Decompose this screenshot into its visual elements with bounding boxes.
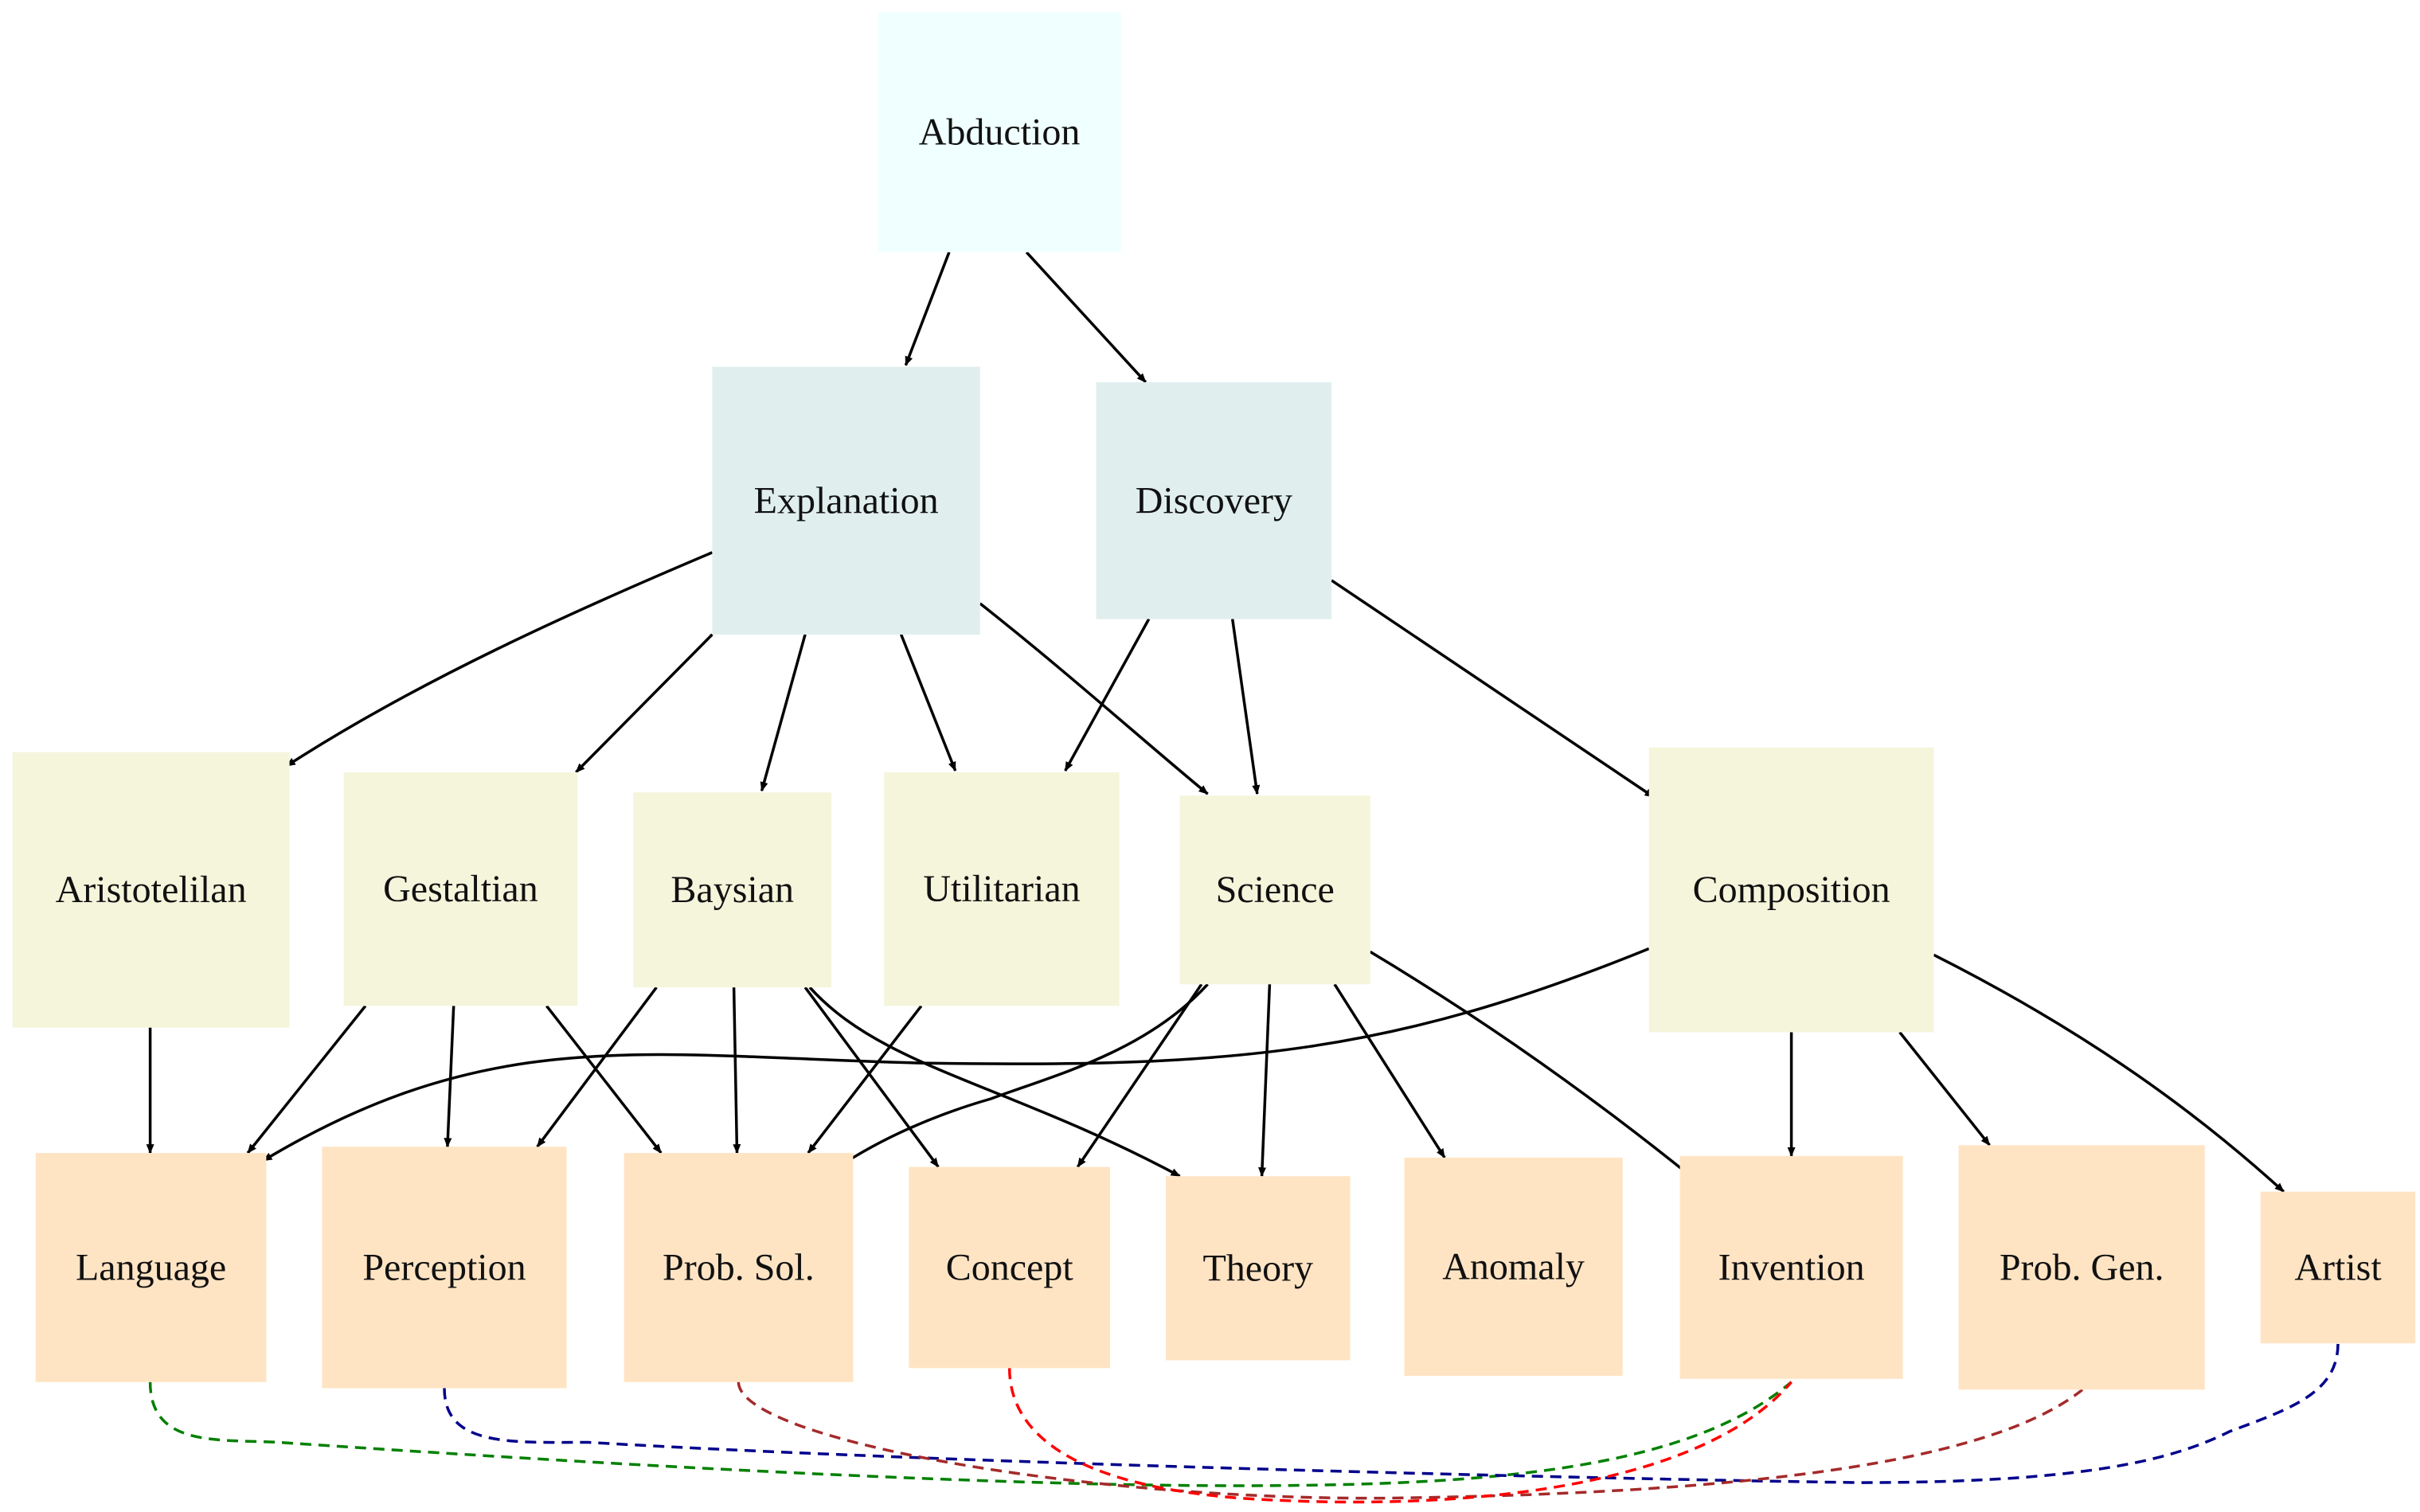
- node-discovery: Discovery: [1096, 382, 1332, 619]
- node-box-baysian: [633, 792, 832, 988]
- node-label-science: Science: [1216, 869, 1335, 911]
- node-concept: Concept: [909, 1166, 1111, 1369]
- node-composition: Composition: [1648, 747, 1934, 1033]
- node-label-invention: Invention: [1718, 1246, 1865, 1288]
- node-label-perception: Perception: [362, 1246, 526, 1288]
- node-box-perception: [322, 1147, 567, 1389]
- node-label-explanation: Explanation: [754, 479, 939, 522]
- node-label-baysian: Baysian: [670, 869, 794, 911]
- node-box-explanation: [712, 366, 980, 635]
- node-label-anomaly: Anomaly: [1442, 1245, 1585, 1287]
- node-science: Science: [1179, 795, 1370, 985]
- edge-science-anomaly: [1333, 983, 1446, 1158]
- node-probgen: Prob. Gen.: [1958, 1145, 2205, 1390]
- node-box-composition: [1648, 747, 1934, 1033]
- edge-discovery-science: [1230, 619, 1261, 795]
- edge-baysian-concept: [803, 987, 940, 1168]
- node-baysian: Baysian: [633, 792, 832, 988]
- node-theory: Theory: [1166, 1176, 1351, 1361]
- edge-science-invention: [1369, 950, 1692, 1178]
- node-box-gestaltian: [343, 772, 578, 1006]
- node-box-probsol: [624, 1153, 854, 1382]
- edge-gestaltian-perception: [444, 1006, 455, 1148]
- edge-science-probsol: [835, 983, 1209, 1170]
- node-perception: Perception: [322, 1147, 567, 1389]
- link-language-invention: [148, 1381, 1793, 1487]
- node-box-utilitarian: [884, 772, 1120, 1006]
- hierarchy-edges: [146, 251, 2285, 1193]
- node-box-aristotelilan: [12, 752, 290, 1028]
- node-label-gestaltian: Gestaltian: [383, 868, 538, 910]
- node-box-anomaly: [1404, 1157, 1623, 1376]
- node-abduction: Abduction: [878, 12, 1121, 252]
- edge-discovery-composition: [1331, 579, 1655, 799]
- node-box-invention: [1679, 1155, 1903, 1379]
- node-probsol: Prob. Sol.: [624, 1153, 854, 1382]
- node-artist: Artist: [2260, 1191, 2416, 1344]
- link-concept-invention: [1007, 1368, 1793, 1504]
- node-gestaltian: Gestaltian: [343, 772, 578, 1006]
- node-box-abduction: [878, 12, 1121, 252]
- node-label-aristotelilan: Aristotelilan: [56, 869, 247, 911]
- edge-gestaltian-probsol: [545, 1005, 663, 1155]
- node-box-artist: [2260, 1191, 2416, 1344]
- edge-explanation-utilitarian: [899, 634, 957, 772]
- node-aristotelilan: Aristotelilan: [12, 752, 290, 1028]
- node-box-language: [35, 1153, 267, 1382]
- edge-baysian-theory: [808, 986, 1181, 1178]
- edge-baysian-perception: [536, 987, 658, 1148]
- node-label-utilitarian: Utilitarian: [923, 868, 1080, 910]
- edge-explanation-aristotelilan: [285, 551, 713, 768]
- node-label-concept: Concept: [946, 1246, 1074, 1288]
- node-label-probsol: Prob. Sol.: [663, 1246, 815, 1288]
- dashed-links: [148, 1343, 2340, 1504]
- node-label-probgen: Prob. Gen.: [2000, 1246, 2164, 1288]
- edge-science-theory: [1258, 984, 1272, 1178]
- node-box-theory: [1166, 1176, 1351, 1361]
- link-probsol-probgen: [737, 1381, 2084, 1500]
- node-utilitarian: Utilitarian: [884, 772, 1120, 1006]
- edge-abduction-discovery: [1025, 251, 1147, 384]
- node-language: Language: [35, 1153, 267, 1382]
- edge-composition-probgen: [1898, 1031, 1991, 1147]
- edge-discovery-utilitarian: [1064, 618, 1151, 772]
- node-invention: Invention: [1679, 1155, 1903, 1379]
- node-label-theory: Theory: [1202, 1247, 1313, 1289]
- node-anomaly: Anomaly: [1404, 1157, 1623, 1376]
- node-explanation: Explanation: [712, 366, 980, 635]
- edge-abduction-explanation: [904, 252, 951, 366]
- node-label-artist: Artist: [2294, 1246, 2382, 1288]
- node-box-probgen: [1958, 1145, 2205, 1390]
- node-label-language: Language: [76, 1246, 226, 1288]
- edge-explanation-baysian: [760, 634, 807, 792]
- node-label-composition: Composition: [1693, 869, 1890, 911]
- edge-explanation-gestaltian: [575, 633, 713, 774]
- node-box-discovery: [1096, 382, 1332, 619]
- link-perception-artist: [443, 1343, 2340, 1484]
- node-box-concept: [909, 1166, 1111, 1369]
- edge-composition-artist: [1933, 953, 2285, 1193]
- node-label-discovery: Discovery: [1136, 479, 1292, 522]
- edge-utilitarian-probsol: [807, 1005, 923, 1155]
- node-label-abduction: Abduction: [919, 111, 1081, 154]
- edge-composition-language: [262, 947, 1650, 1162]
- edge-gestaltian-language: [246, 1005, 367, 1155]
- edge-baysian-probsol: [732, 987, 741, 1155]
- edge-explanation-science: [979, 602, 1209, 795]
- edge-science-concept: [1076, 983, 1203, 1168]
- node-box-science: [1179, 795, 1370, 985]
